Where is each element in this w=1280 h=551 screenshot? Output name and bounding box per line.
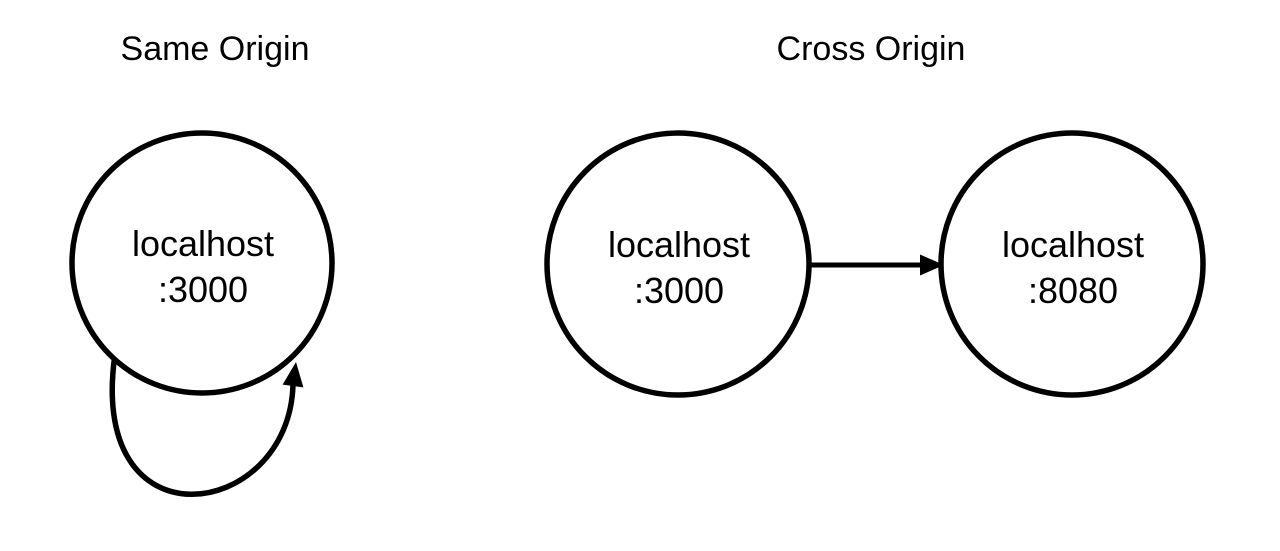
node-label-localhost-8080: localhost :8080 <box>1002 224 1144 311</box>
self-loop-arrow <box>109 347 296 497</box>
self-loop-arrowhead-icon <box>282 362 304 388</box>
node-host-text: localhost <box>132 223 274 264</box>
cross-origin-panel: Cross Origin localhost :3000 localhost :… <box>544 30 1206 398</box>
node-circle-localhost-8080 <box>938 130 1206 398</box>
node-host-text: localhost <box>608 224 750 265</box>
same-origin-panel: Same Origin localhost :3000 <box>69 30 335 497</box>
cross-origin-title: Cross Origin <box>777 30 966 68</box>
node-host-text: localhost <box>1002 224 1144 265</box>
node-port-text: :8080 <box>1028 270 1118 311</box>
node-circle-localhost-3000-right <box>544 130 812 398</box>
node-label-localhost-3000-left: localhost :3000 <box>132 223 274 310</box>
cross-origin-arrowhead-icon <box>920 254 944 276</box>
node-circle-localhost-3000-left <box>69 130 335 396</box>
node-port-text: :3000 <box>158 269 248 310</box>
same-origin-title: Same Origin <box>121 30 310 68</box>
node-port-text: :3000 <box>634 270 724 311</box>
node-label-localhost-3000-right: localhost :3000 <box>608 224 750 311</box>
